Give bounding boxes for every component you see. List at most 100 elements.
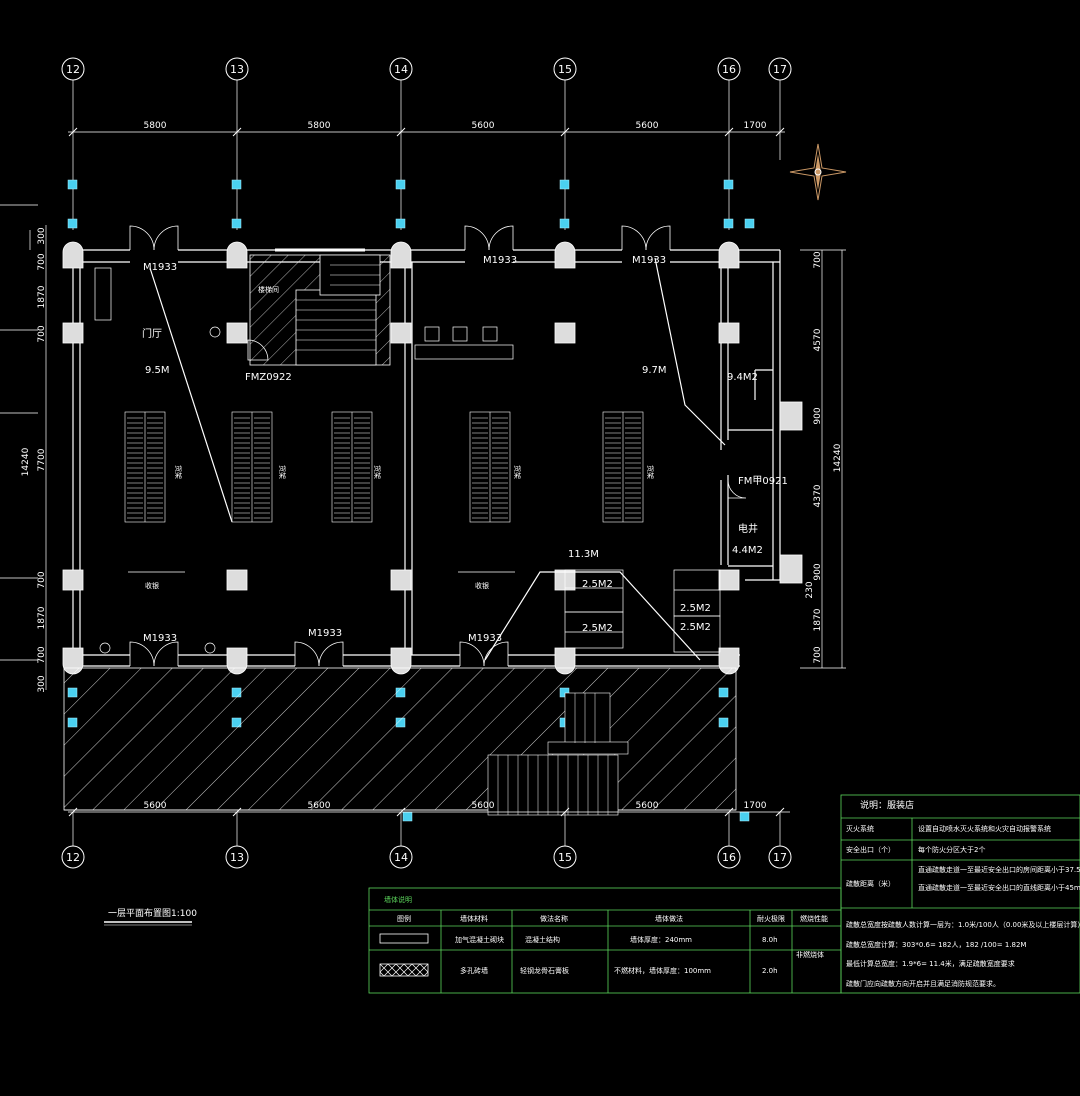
dim-top-3: 5600 (472, 121, 495, 131)
door-label-m6: M1933 (468, 633, 502, 644)
rack-label-1: 货架 (174, 465, 183, 479)
grid-bubble-bottom-16: 16 (717, 845, 741, 869)
svg-text:不燃材料，墙体厚度：100mm: 不燃材料，墙体厚度：100mm (614, 966, 711, 975)
svg-text:7700: 7700 (37, 448, 47, 471)
rack-label-2: 货架 (278, 465, 287, 479)
grid-bubble-bottom-12: 12 (61, 845, 85, 869)
grid-bubble-bottom-13: 13 (225, 845, 249, 869)
svg-text:13: 13 (230, 851, 244, 864)
evac-distance-note-1: 直通疏散走道一至最近安全出口的房间距离小于37.5m (918, 865, 1080, 874)
grid-bottom: 5600 5600 5600 5600 1700 12 13 14 15 16 … (61, 801, 792, 869)
svg-text:墙体厚度：240mm: 墙体厚度：240mm (630, 935, 692, 944)
svg-text:17: 17 (773, 851, 787, 864)
rack-group-1 (124, 411, 166, 523)
svg-text:16: 16 (722, 63, 736, 76)
svg-text:15: 15 (558, 63, 572, 76)
svg-text:轻钢龙骨石膏板: 轻钢龙骨石膏板 (520, 966, 569, 975)
dim-top-1: 5800 (144, 121, 167, 131)
room-shaft1: 9.4M2 (727, 372, 758, 383)
stairwell (249, 248, 391, 366)
dim-bottom-5: 1700 (744, 801, 767, 811)
svg-text:700: 700 (37, 325, 47, 342)
svg-text:1870: 1870 (37, 606, 47, 629)
svg-text:多孔砖墙: 多孔砖墙 (460, 966, 488, 975)
svg-text:14: 14 (394, 63, 408, 76)
svg-text:疏散门应向疏散方向开启并且满足消防规范要求。: 疏散门应向疏散方向开启并且满足消防规范要求。 (846, 979, 1000, 988)
legend-title: 墙体说明 (384, 895, 412, 904)
exterior-steps (487, 692, 629, 816)
room-elevator: 电井 (738, 522, 758, 535)
svg-text:230: 230 (805, 581, 815, 598)
door-label-m5: M1933 (308, 628, 342, 639)
svg-text:4370: 4370 (813, 484, 823, 507)
svg-text:17: 17 (773, 63, 787, 76)
rack-group-4 (469, 411, 511, 523)
svg-text:墙体材料: 墙体材料 (460, 914, 488, 923)
door-label-m4: M1933 (143, 633, 177, 644)
door-label-m3: M1933 (632, 255, 666, 266)
svg-text:疏散距离（米）: 疏散距离（米） (846, 879, 895, 888)
dim-bottom-2: 5600 (308, 801, 331, 811)
dim-top-4: 5600 (636, 121, 659, 131)
svg-text:8.0h: 8.0h (762, 936, 778, 944)
rack-label-5: 货架 (646, 465, 655, 479)
rack-label-4: 货架 (513, 465, 522, 479)
grid-bubble-17: 17 (768, 57, 792, 81)
svg-text:12: 12 (66, 63, 80, 76)
grid-bubble-12: 12 (61, 57, 85, 81)
cashier-label-2: 收银 (475, 581, 489, 590)
svg-text:13: 13 (230, 63, 244, 76)
svg-text:非燃烧体: 非燃烧体 (796, 950, 824, 959)
rack-group-3 (331, 411, 373, 523)
grid-bubble-bottom-17: 17 (768, 845, 792, 869)
door-label-m1: M1933 (143, 262, 177, 273)
svg-text:700: 700 (37, 646, 47, 663)
svg-text:墙体做法: 墙体做法 (655, 914, 683, 923)
svg-text:图例: 图例 (397, 914, 411, 923)
svg-text:900: 900 (813, 563, 823, 580)
evac-distance-note-2: 直通疏散走道一至最近安全出口的直线距离小于45m (918, 883, 1080, 892)
room-stair: 楼梯间 (258, 285, 279, 294)
svg-text:1870: 1870 (813, 608, 823, 631)
dim-top-2: 5800 (308, 121, 331, 131)
grid-bubble-13: 13 (225, 57, 249, 81)
grid-bubble-bottom-15: 15 (553, 845, 577, 869)
svg-text:疏散总宽度按疏散人数计算一层为：1.0米/100人（0.00: 疏散总宽度按疏散人数计算一层为：1.0米/100人（0.00米及以上楼层计算） (846, 920, 1080, 929)
grid-bubble-15: 15 (553, 57, 577, 81)
svg-text:耐火极限: 耐火极限 (757, 914, 785, 923)
drawing-title: 一层平面布置图1:100 (104, 907, 197, 926)
grid-bubble-14: 14 (389, 57, 413, 81)
evacuation-paths (149, 257, 726, 661)
room-toilet1: 2.5M2 (582, 579, 613, 590)
furniture (94, 267, 515, 654)
distance-1: 9.5M (145, 365, 170, 376)
svg-text:一层平面布置图1:100: 一层平面布置图1:100 (108, 907, 197, 919)
notes-title: 说明：服装店 (860, 799, 914, 811)
right-dim-text: 700 4570 900 4370 900 1870 700 14240 230 (805, 251, 843, 663)
dim-top-5: 1700 (744, 121, 767, 131)
svg-text:加气混凝土砌块: 加气混凝土砌块 (455, 935, 504, 944)
svg-text:2.0h: 2.0h (762, 967, 778, 975)
room-shaft2: 4.4M2 (732, 545, 763, 556)
svg-text:700: 700 (813, 646, 823, 663)
grid-top: 12 13 14 15 16 17 (61, 57, 792, 230)
room-toilet3: 2.5M2 (582, 623, 613, 634)
cashier-label-1: 收银 (145, 581, 159, 590)
north-arrow-icon (789, 143, 847, 201)
rack-label-3: 货架 (373, 465, 382, 479)
svg-text:最低计算总宽度：1.9*6= 11.4米，满足疏散宽度要求: 最低计算总宽度：1.9*6= 11.4米，满足疏散宽度要求 (846, 959, 1015, 968)
svg-text:疏散总宽度计算：303*0.6= 182人，182 /100: 疏散总宽度计算：303*0.6= 182人，182 /100= 1.82M (846, 940, 1026, 949)
svg-text:700: 700 (813, 251, 823, 268)
notes-table (840, 794, 1080, 994)
svg-text:300: 300 (37, 227, 47, 244)
door-openings (129, 225, 747, 669)
svg-text:燃烧性能: 燃烧性能 (800, 914, 828, 923)
svg-text:300: 300 (37, 675, 47, 692)
svg-text:1870: 1870 (37, 285, 47, 308)
svg-text:700: 700 (37, 253, 47, 270)
svg-text:14: 14 (394, 851, 408, 864)
svg-text:14240: 14240 (833, 443, 843, 472)
rack-group-2 (231, 411, 273, 523)
door-label-fm1: FMZ0922 (245, 372, 292, 383)
